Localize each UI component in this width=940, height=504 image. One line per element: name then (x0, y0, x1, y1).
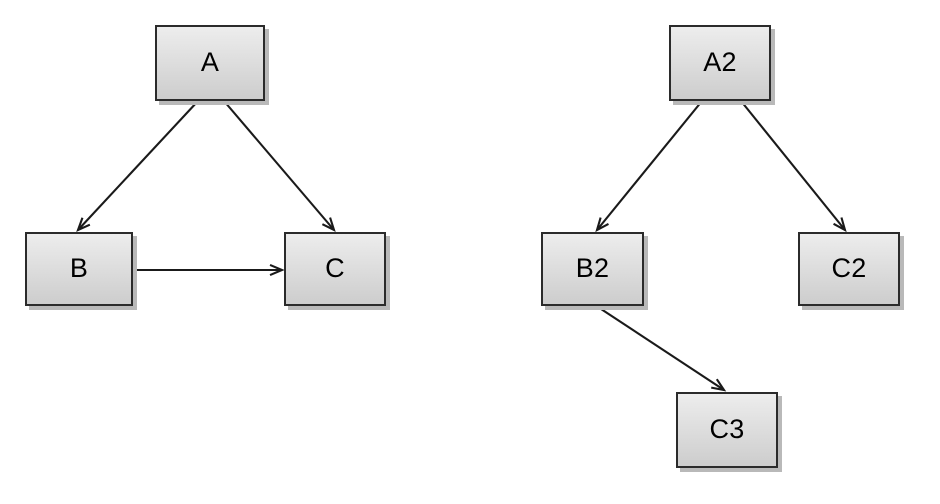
node-label: C2 (831, 252, 867, 283)
edge-a2-to-c2 (740, 100, 847, 233)
node-a2[interactable]: A2 (669, 25, 771, 101)
edge-line (596, 100, 703, 231)
edge-a2-to-b2 (595, 100, 703, 233)
node-b2[interactable]: B2 (541, 232, 644, 306)
node-label: A2 (703, 46, 737, 77)
node-b[interactable]: B (25, 232, 133, 306)
edge-line (597, 306, 725, 391)
edge-b-to-c (134, 263, 285, 277)
arrowhead-open-barb (711, 378, 727, 392)
node-label: B2 (575, 252, 610, 283)
node-label: A (200, 46, 220, 77)
edge-a-to-b (76, 100, 199, 232)
edge-a-to-c (223, 100, 336, 233)
node-label: C (325, 252, 345, 283)
arrowhead-open-barb (833, 217, 847, 233)
edge-line (740, 100, 846, 231)
node-label: B (69, 252, 89, 283)
node-label: C3 (709, 413, 745, 444)
arrowhead-open-barb (76, 217, 91, 232)
arrowhead-open-barb (269, 263, 285, 277)
node-c3[interactable]: C3 (676, 392, 778, 468)
node-a[interactable]: A (155, 25, 265, 101)
node-c2[interactable]: C2 (798, 232, 900, 306)
edge-b2-to-c3 (597, 306, 727, 392)
node-c[interactable]: C (284, 232, 386, 306)
arrowhead-open-barb (321, 217, 336, 233)
arrowhead-open-barb (595, 217, 609, 233)
edge-line (77, 100, 199, 231)
edge-line (223, 100, 335, 231)
